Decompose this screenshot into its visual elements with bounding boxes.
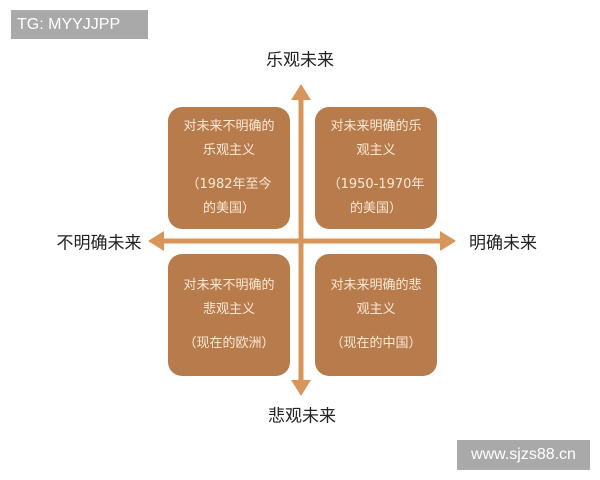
quadrant-text: 对未来明确的悲 [330,278,422,293]
quadrant-text: 对未来不明确的 [183,119,275,134]
watermark-top: TG: MYYJJPP [11,10,148,39]
quadrant-note: 的美国） [202,201,255,216]
watermark-bottom: www.sjzs88.cn [457,440,590,470]
axis-label-bottom: 悲观未来 [268,406,336,427]
quadrant-top-left: 对未来不明确的 乐观主义 （1982年至今 的美国） [168,107,290,229]
arrow-right-icon [440,231,456,251]
quadrant-note: 的美国） [349,201,402,216]
quadrant-top-right: 对未来明确的乐 观主义 （1950-1970年 的美国） [315,107,437,229]
quadrant-note: （现在的欧洲） [183,336,275,351]
arrow-up-icon [291,84,311,100]
arrow-left-icon [148,231,164,251]
arrow-down-icon [291,380,311,396]
quadrant-text: 对未来明确的乐 [330,119,422,134]
quadrant-bottom-right: 对未来明确的悲 观主义 （现在的中国） [315,254,437,376]
axis-label-right: 明确未来 [469,233,537,254]
quadrant-text: 观主义 [356,302,396,317]
quadrant-bottom-left: 对未来不明确的 悲观主义 （现在的欧洲） [168,254,290,376]
axis-label-top: 乐观未来 [266,50,334,71]
quadrant-note: （1950-1970年 [327,177,425,192]
quadrant-text: 悲观主义 [202,302,255,317]
quadrant-text: 观主义 [356,143,396,158]
axis-label-left: 不明确未来 [56,233,142,254]
quadrant-note: （1982年至今 [186,177,272,192]
quadrant-note: （现在的中国） [330,336,422,351]
quadrant-text: 对未来不明确的 [183,278,275,293]
quadrant-text: 乐观主义 [202,143,255,158]
